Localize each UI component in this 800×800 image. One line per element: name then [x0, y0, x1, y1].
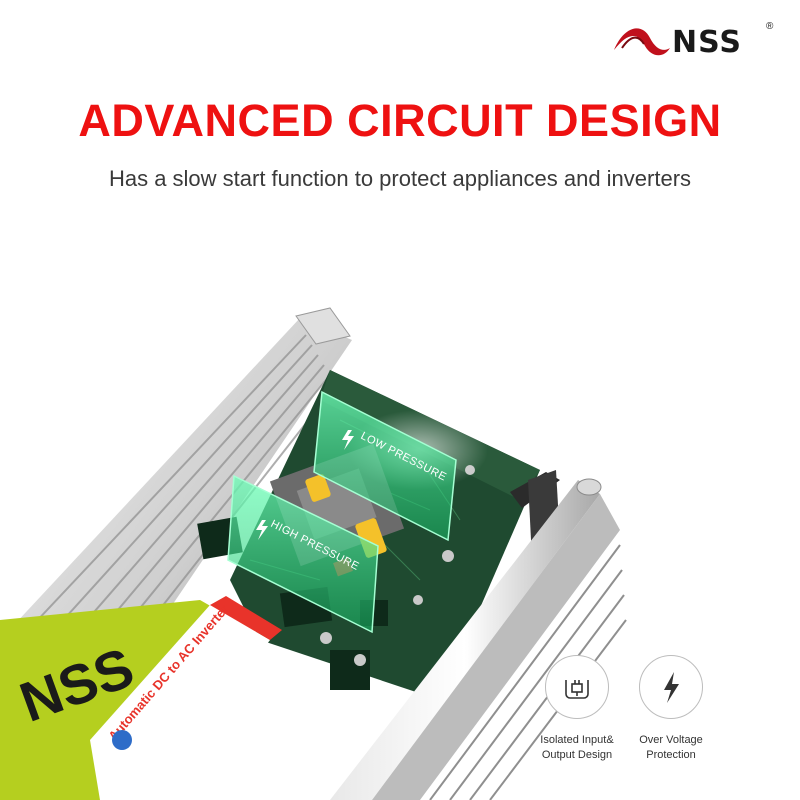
plug-icon-circle — [545, 655, 609, 719]
high-pressure-panel: HIGH PRESSURE — [227, 474, 379, 634]
plug-icon — [565, 680, 589, 699]
feature-over-voltage: Over Voltage Protection — [626, 655, 716, 763]
page-subtitle: Has a slow start function to protect app… — [108, 166, 692, 191]
bolt-icon — [342, 430, 354, 450]
bolt-icon — [256, 520, 268, 540]
page-title: ADVANCED CIRCUIT DESIGN — [78, 95, 722, 146]
swoosh-logo-icon — [614, 28, 670, 56]
feature-label: Over Voltage Protection — [639, 734, 703, 761]
lightning-icon-circle — [639, 655, 703, 719]
feature-isolated-design: Isolated Input& Output Design — [532, 655, 622, 763]
product-label-sticker: NSS Automatic DC to AC Inverter — [0, 596, 282, 800]
brand-name: NSS — [672, 25, 742, 60]
registered-mark: ® — [766, 21, 774, 32]
feature-label: Isolated Input& Output Design — [540, 734, 614, 761]
right-housing-fins — [330, 478, 627, 800]
lightning-bolt-icon — [664, 672, 679, 703]
brand-logo: NSS ® — [612, 18, 782, 62]
